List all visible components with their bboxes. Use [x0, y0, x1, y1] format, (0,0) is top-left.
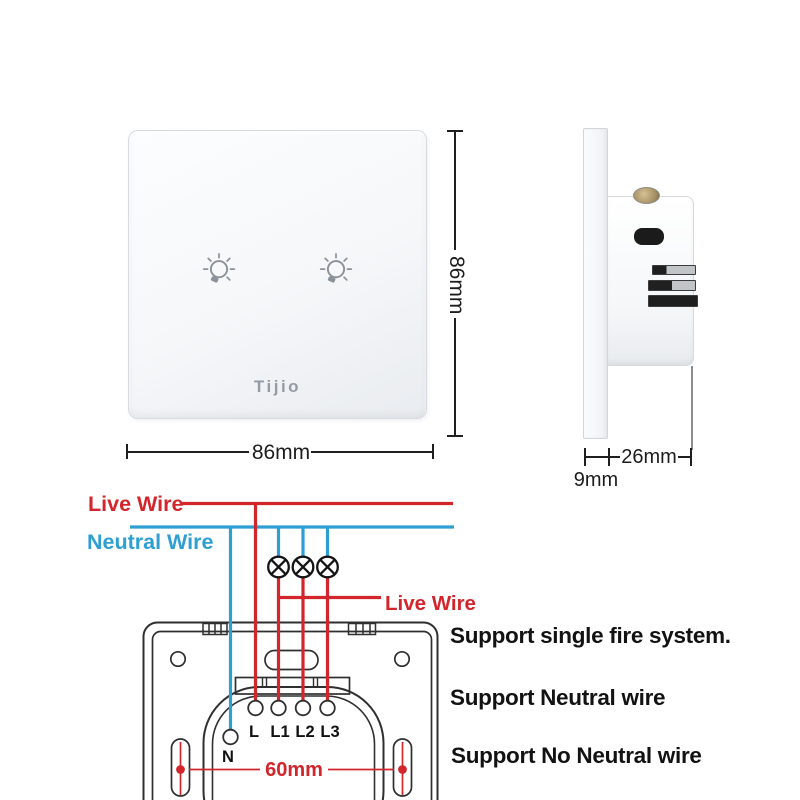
- switch-front-panel: Tijio: [128, 130, 427, 419]
- height-dim-line: [454, 318, 456, 436]
- switch-side-glass-panel: [583, 128, 608, 439]
- terminal-l1-label: L1: [270, 723, 289, 741]
- height-dim-tick: [447, 435, 463, 437]
- lamp-icon: [291, 555, 315, 579]
- terminal-n: [222, 728, 239, 746]
- lamp-icons: [267, 555, 339, 579]
- brand-logo: Tijio: [253, 377, 302, 396]
- mounting-notch: [202, 622, 377, 636]
- depth-dim-tick: [608, 448, 610, 466]
- terminal-n-label: N: [222, 748, 234, 766]
- screw-hole: [393, 650, 411, 668]
- vent-slot: [652, 265, 696, 275]
- vent-slot: [648, 295, 698, 307]
- switch-back-plate: [142, 621, 439, 800]
- width-dim-tick: [432, 444, 434, 459]
- hole-spacing-dimension: 60mm: [176, 742, 407, 795]
- touch-bulb-icon: [202, 253, 236, 283]
- feature-no-neutral: Support No Neutral wire: [451, 743, 702, 768]
- capsule-slot: [264, 649, 319, 671]
- glass-thickness-label: 9mm: [573, 469, 619, 491]
- terminal-l3: [319, 699, 336, 717]
- width-dim-tick: [126, 444, 128, 459]
- terminal-l-label: L: [249, 723, 259, 741]
- depth-dim-tick: [584, 448, 586, 466]
- extension-line: [691, 366, 693, 450]
- neutral-wire-label: Neutral Wire: [87, 530, 213, 554]
- terminal-block: [234, 676, 351, 695]
- terminals: [222, 699, 336, 746]
- vent-slot: [648, 280, 696, 291]
- terminal-l2-label: L2: [295, 723, 314, 741]
- load-live-wire-label: Live Wire: [385, 592, 476, 615]
- mounting-slot: [392, 738, 413, 797]
- height-dim-tick: [447, 130, 463, 132]
- terminal-l: [247, 699, 264, 717]
- neutral-wires: [130, 525, 454, 730]
- hole-spacing-label: 60mm: [265, 759, 323, 781]
- width-dim-line: [127, 451, 249, 453]
- side-slot: [634, 228, 664, 245]
- width-dimension-label: 86mm: [251, 441, 311, 464]
- screw-hole: [169, 650, 187, 668]
- live-wire-label: Live Wire: [88, 492, 183, 516]
- depth-dim-tick: [690, 448, 692, 466]
- height-dimension-label: 86mm: [445, 255, 468, 315]
- terminal-screw: [633, 187, 660, 204]
- feature-neutral: Support Neutral wire: [450, 685, 666, 710]
- height-dim-line: [454, 131, 456, 250]
- lamp-icon: [267, 555, 290, 579]
- live-wires: [180, 501, 453, 701]
- width-dim-line: [311, 451, 433, 453]
- lamp-icon: [316, 555, 339, 579]
- terminal-l3-label: L3: [320, 723, 339, 741]
- touch-bulb-icon: [319, 253, 353, 283]
- depth-dimension-label: 26mm: [621, 446, 677, 468]
- relay-module: [202, 686, 385, 800]
- feature-single-fire: Support single fire system.: [450, 623, 731, 648]
- depth-dim-line: [584, 456, 620, 458]
- terminal-l1: [270, 699, 287, 717]
- mounting-slot: [170, 738, 191, 797]
- terminal-l2: [294, 699, 312, 717]
- depth-dim-line: [678, 456, 692, 458]
